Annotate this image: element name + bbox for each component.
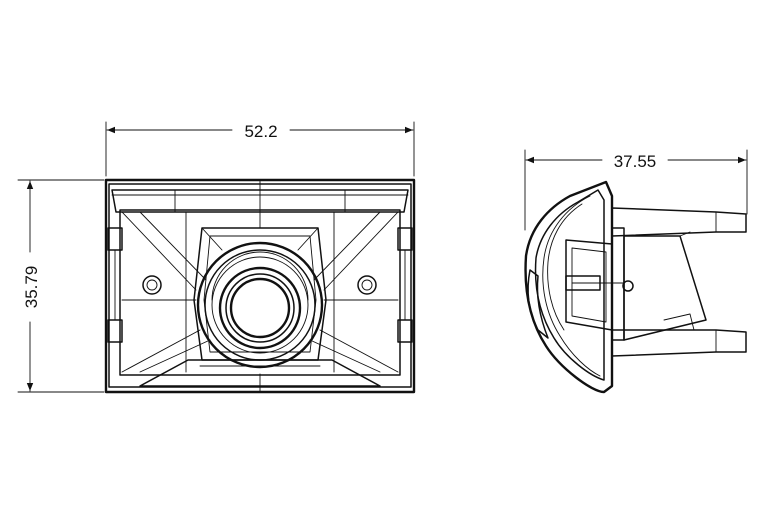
front-height-dimension: 35.79 — [17, 179, 105, 393]
side-depth-label: 37.55 — [614, 152, 657, 171]
front-width-label: 52.2 — [244, 122, 277, 141]
front-view — [104, 178, 416, 394]
side-view — [524, 180, 747, 394]
lens — [196, 241, 324, 369]
front-height-label: 35.79 — [22, 266, 41, 309]
side-depth-dimension: 37.55 — [524, 149, 748, 231]
front-width-dimension: 52.2 — [105, 121, 415, 177]
